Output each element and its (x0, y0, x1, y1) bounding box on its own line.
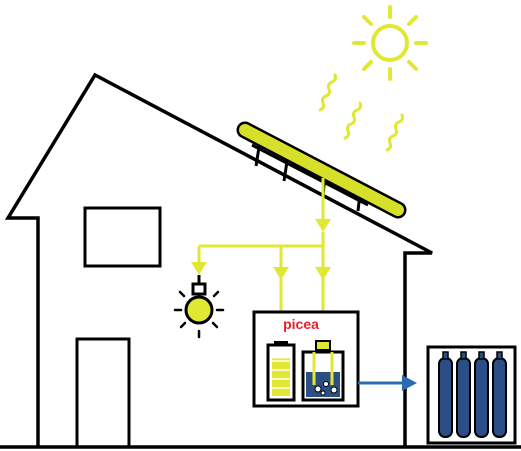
house (4, 72, 433, 449)
arrow-down (315, 267, 331, 280)
battery-icon (266, 341, 296, 402)
sun-ray (318, 73, 338, 112)
house-door (75, 337, 131, 449)
sun-ray (343, 101, 363, 140)
hydrogen-flow-arrow (358, 375, 417, 391)
brand-logo: picea (283, 316, 319, 332)
hydrogen-tanks-icon (426, 345, 517, 445)
sun-ray (385, 113, 405, 152)
arrow-down (191, 262, 207, 275)
solar-panel-board-face (239, 124, 404, 216)
electrolyzer-icon (301, 340, 345, 402)
tank (438, 357, 453, 438)
house-outline (4, 72, 433, 447)
tank (456, 357, 471, 438)
solar-panel-rail (251, 143, 369, 207)
house-window (83, 206, 162, 268)
arrow-down (315, 219, 331, 232)
tank (492, 357, 507, 438)
energy-arrows (191, 219, 331, 280)
energy-wiring (197, 178, 325, 340)
battery-fill (272, 358, 290, 396)
arrow-down (273, 267, 289, 280)
tank (474, 357, 489, 438)
solar-panel (236, 121, 407, 219)
sun-rays (318, 73, 405, 152)
light-bulb-icon (173, 275, 225, 339)
sun-icon (352, 5, 428, 81)
